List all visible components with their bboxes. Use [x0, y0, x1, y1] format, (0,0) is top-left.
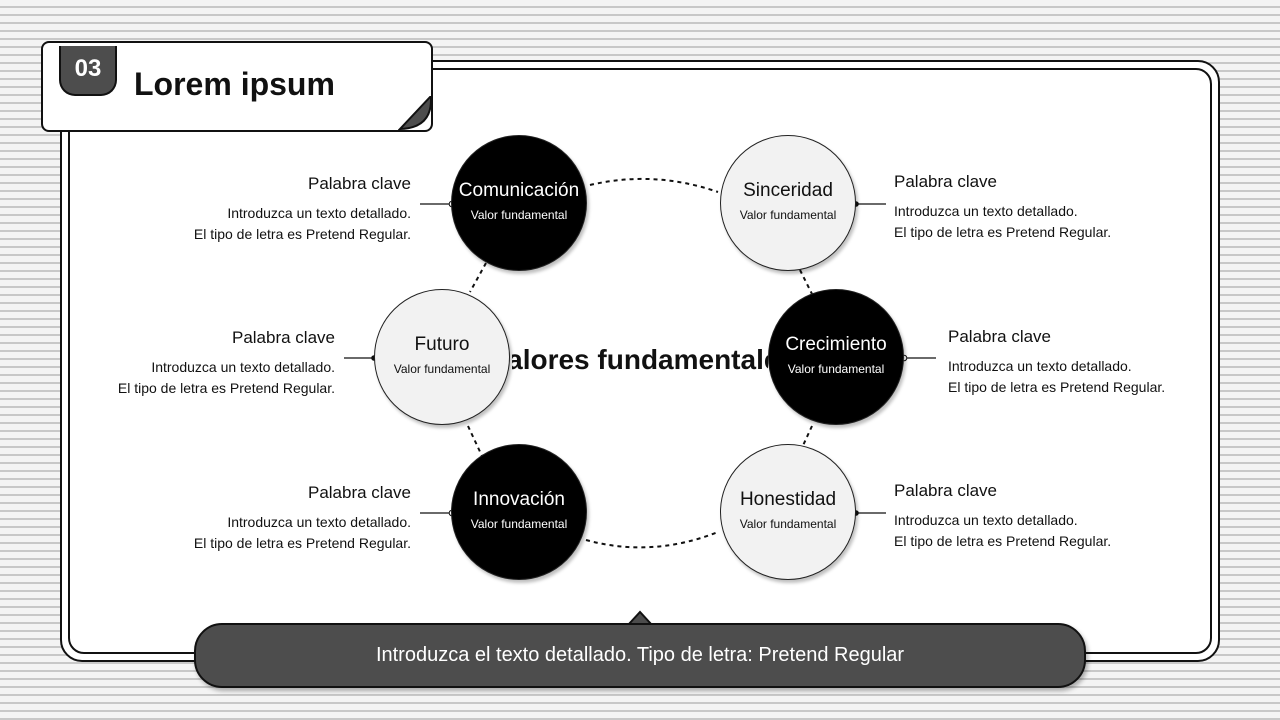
description-line: Introduzca un texto detallado. — [227, 514, 411, 530]
description-bottom-right: Palabra clave Introduzca un texto detall… — [894, 481, 1194, 552]
description-line: Introduzca un texto detallado. — [894, 203, 1078, 219]
page-curl-icon — [398, 96, 432, 131]
description-line: El tipo de letra es Pretend Regular. — [948, 379, 1166, 395]
description-bottom-left: Palabra clave Introduzca un texto detall… — [111, 483, 411, 554]
description-line: El tipo de letra es Pretend Regular. — [193, 535, 411, 551]
description-mid-right: Palabra clave Introduzca un texto detall… — [948, 327, 1248, 398]
node-honestidad: Honestidad Valor fundamental — [720, 444, 856, 580]
slide-frame-outer — [60, 60, 1220, 662]
node-title: Comunicación — [458, 180, 580, 201]
description-line: Introduzca un texto detallado. — [948, 358, 1132, 374]
node-subtitle: Valor fundamental — [739, 517, 837, 531]
description-top-right: Palabra clave Introduzca un texto detall… — [894, 172, 1194, 243]
description-line: Introduzca un texto detallado. — [151, 359, 335, 375]
node-comunicacion: Comunicación Valor fundamental — [451, 135, 587, 271]
section-number-badge: 03 — [59, 46, 117, 96]
description-top-left: Palabra clave Introduzca un texto detall… — [111, 174, 411, 245]
node-title: Sinceridad — [743, 180, 833, 201]
node-subtitle: Valor fundamental — [739, 208, 837, 222]
keyword-heading: Palabra clave — [307, 174, 411, 193]
center-label-container: Valores fundamentales — [512, 340, 768, 384]
keyword-heading: Palabra clave — [894, 481, 998, 500]
center-label: Valores fundamentales — [512, 344, 768, 375]
node-title: Crecimiento — [785, 334, 887, 355]
node-title: Futuro — [414, 334, 470, 355]
description-line: Introduzca un texto detallado. — [894, 512, 1078, 528]
node-subtitle: Valor fundamental — [393, 362, 491, 376]
keyword-heading: Palabra clave — [307, 483, 411, 502]
node-crecimiento: Crecimiento Valor fundamental — [768, 289, 904, 425]
description-line: El tipo de letra es Pretend Regular. — [193, 226, 411, 242]
node-subtitle: Valor fundamental — [470, 517, 568, 531]
node-sinceridad: Sinceridad Valor fundamental — [720, 135, 856, 271]
node-subtitle: Valor fundamental — [470, 208, 568, 222]
keyword-heading: Palabra clave — [948, 327, 1052, 346]
page-title: Lorem ipsum — [134, 66, 335, 102]
description-line: Introduzca un texto detallado. — [227, 205, 411, 221]
footer-banner: Introduzca el texto detallado. Tipo de l… — [194, 623, 1086, 688]
node-title: Honestidad — [739, 489, 837, 510]
description-line: El tipo de letra es Pretend Regular. — [117, 380, 335, 396]
description-line: El tipo de letra es Pretend Regular. — [894, 224, 1112, 240]
keyword-heading: Palabra clave — [231, 328, 335, 347]
node-innovacion: Innovación Valor fundamental — [451, 444, 587, 580]
keyword-heading: Palabra clave — [894, 172, 998, 191]
description-mid-left: Palabra clave Introduzca un texto detall… — [35, 328, 335, 399]
node-futuro: Futuro Valor fundamental — [374, 289, 510, 425]
node-subtitle: Valor fundamental — [787, 362, 885, 376]
description-line: El tipo de letra es Pretend Regular. — [894, 533, 1112, 549]
node-title: Innovación — [473, 489, 565, 510]
